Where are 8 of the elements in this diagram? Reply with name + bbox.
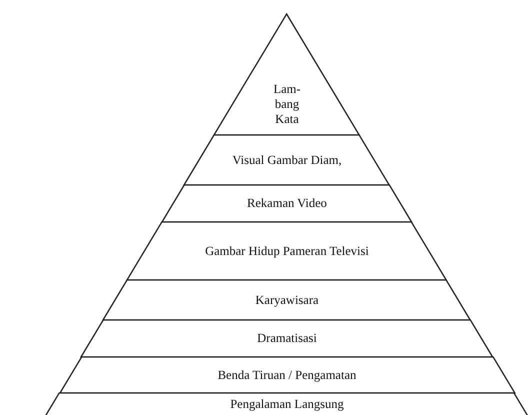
tier-label: Pengalaman Langsung [230,396,344,412]
tier-label: Dramatisasi [257,331,317,346]
tier-label: Visual Gambar Diam, [232,152,342,168]
tier-label: Rekaman Video [247,196,327,211]
tier-label: Lam- bang Kata [272,82,302,127]
tier-label: Gambar Hidup Pameran Televisi [205,244,369,258]
tier-label: Benda Tiruan / Pengamatan [218,368,356,382]
tier-label: Karyawisara [255,292,319,308]
